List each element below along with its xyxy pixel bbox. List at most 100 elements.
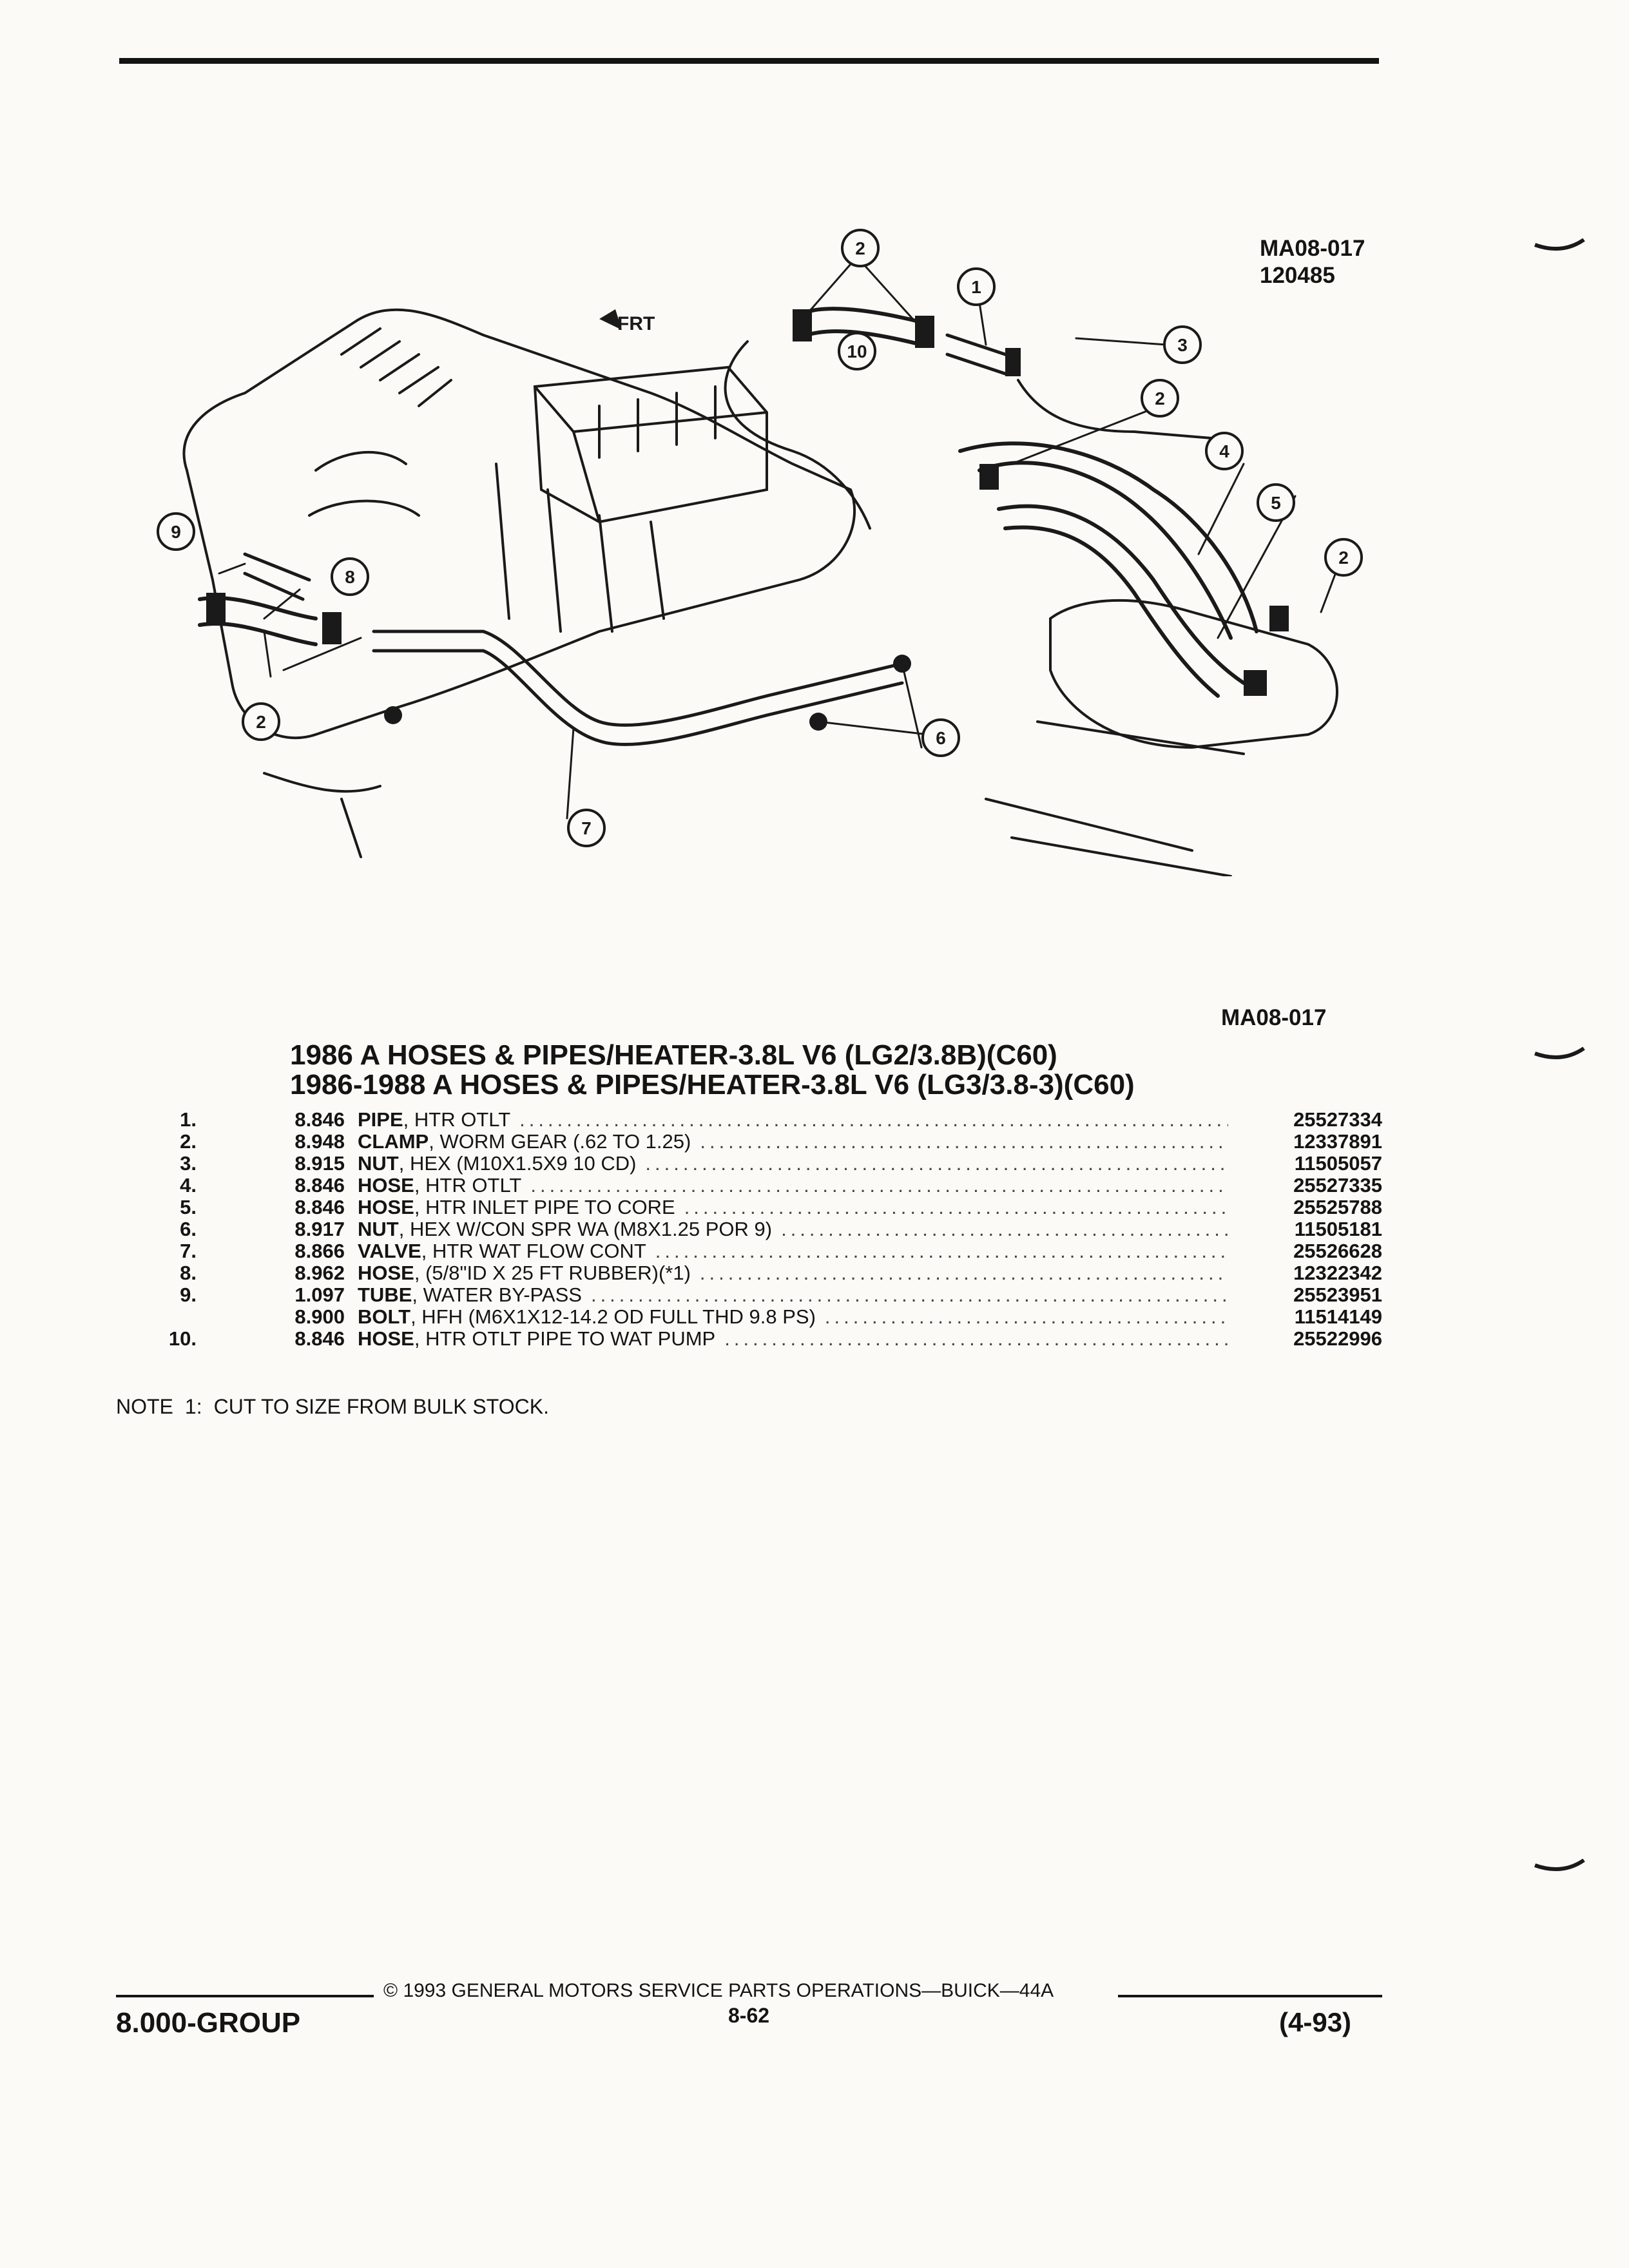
- front-arrow: FRT: [599, 309, 655, 334]
- group-code: 1.097: [294, 1283, 345, 1306]
- callout-7: 7: [567, 809, 606, 847]
- pipe-7: [372, 629, 904, 746]
- leader-dots: ........................................…: [699, 1262, 1228, 1284]
- item-number: 5.: [180, 1196, 197, 1218]
- callout-1: 1: [957, 267, 996, 306]
- description: NUT, HEX (M10X1.5X9 10 CD): [358, 1152, 636, 1175]
- part-number: 12322342: [1293, 1262, 1382, 1284]
- callout-3: 3: [1163, 325, 1202, 364]
- part-name: HOSE: [358, 1174, 414, 1196]
- part-row: 5. 8.846 HOSE, HTR INLET PIPE TO CORE.....…: [151, 1196, 1382, 1218]
- hose-5: [997, 504, 1246, 698]
- svg-text:7: 7: [581, 818, 592, 838]
- part-name: BOLT: [358, 1305, 411, 1328]
- part-number: 11505181: [1294, 1218, 1382, 1240]
- group-code: 8.846: [294, 1174, 345, 1196]
- item-number: 3.: [180, 1152, 197, 1175]
- part-number: 11514149: [1294, 1305, 1382, 1328]
- part-row: 10. 8.846 HOSE, HTR OTLT PIPE TO WAT PUMP.…: [151, 1327, 1382, 1350]
- item-number: 7.: [180, 1240, 197, 1262]
- description: HOSE, (5/8"ID X 25 FT RUBBER)(*1): [358, 1262, 691, 1285]
- illustration-code-bottom: MA08-017: [1221, 1005, 1327, 1030]
- part-detail: , HTR OTLT: [403, 1108, 511, 1131]
- svg-text:3: 3: [1177, 335, 1188, 355]
- svg-text:5: 5: [1271, 493, 1281, 513]
- part-detail: , (5/8"ID X 25 FT RUBBER)(*1): [414, 1262, 691, 1284]
- part-detail: , WORM GEAR (.62 TO 1.25): [429, 1130, 691, 1153]
- binder-mark-icon: [1534, 1047, 1585, 1060]
- part-detail: , HTR WAT FLOW CONT: [421, 1240, 646, 1262]
- part-number: 12337891: [1293, 1130, 1382, 1153]
- description: TUBE, WATER BY-PASS: [358, 1283, 582, 1307]
- leader-dots: ........................................…: [519, 1108, 1228, 1131]
- hose-4: [958, 441, 1258, 640]
- group-code: 8.915: [294, 1152, 345, 1175]
- section-title: 1986 A HOSES & PIPES/HEATER-3.8L V6 (LG2…: [290, 1041, 1135, 1100]
- tube-9: [243, 552, 311, 601]
- part-name: HOSE: [358, 1196, 414, 1218]
- description: VALVE, HTR WAT FLOW CONT: [358, 1240, 646, 1263]
- binder-mark-icon: [1534, 1859, 1585, 1872]
- item-number: 2.: [180, 1130, 197, 1153]
- binder-mark-icon: [1534, 238, 1585, 251]
- group-code: 8.962: [294, 1262, 345, 1284]
- description: HOSE, HTR INLET PIPE TO CORE: [358, 1196, 675, 1219]
- leader-dots: ........................................…: [724, 1327, 1228, 1350]
- leader-dots: ........................................…: [655, 1240, 1228, 1262]
- description: NUT, HEX W/CON SPR WA (M8X1.25 POR 9): [358, 1218, 772, 1241]
- group-code: 8.846: [294, 1327, 345, 1350]
- group-code: 8.917: [294, 1218, 345, 1240]
- part-row: 9. 1.097 TUBE, WATER BY-PASS..............…: [151, 1283, 1382, 1307]
- top-rule: [119, 58, 1379, 64]
- svg-text:1: 1: [971, 277, 981, 297]
- group-code: 8.948: [294, 1130, 345, 1153]
- svg-text:10: 10: [847, 341, 867, 361]
- svg-text:2: 2: [1338, 548, 1349, 568]
- frt-label: FRT: [617, 313, 655, 334]
- description: HOSE, HTR OTLT PIPE TO WAT PUMP: [358, 1327, 715, 1350]
- callout-8: 8: [331, 557, 369, 596]
- pipe-1: [945, 333, 1007, 376]
- item-number: 9.: [180, 1283, 197, 1306]
- part-name: CLAMP: [358, 1130, 429, 1153]
- description: PIPE, HTR OTLT: [358, 1108, 510, 1131]
- item-number: 4.: [180, 1174, 197, 1196]
- copyright: © 1993 GENERAL MOTORS SERVICE PARTS OPER…: [383, 1980, 1054, 2001]
- svg-text:4: 4: [1219, 441, 1229, 461]
- engine-outline: [182, 308, 856, 740]
- item-number: 6.: [180, 1218, 197, 1240]
- part-number: 25526628: [1293, 1240, 1382, 1262]
- part-name: NUT: [358, 1218, 399, 1240]
- air-cleaner: [533, 365, 768, 524]
- part-detail: , HTR OTLT PIPE TO WAT PUMP: [414, 1327, 716, 1350]
- part-number: 25523951: [1293, 1283, 1382, 1306]
- group-number: 8.000-GROUP: [116, 2007, 301, 2039]
- description: CLAMP, WORM GEAR (.62 TO 1.25): [358, 1130, 691, 1153]
- part-detail: , HEX W/CON SPR WA (M8X1.25 POR 9): [398, 1218, 773, 1240]
- item-number: 10.: [168, 1327, 197, 1350]
- callout-4: 4: [1205, 432, 1244, 470]
- description: HOSE, HTR OTLT: [358, 1174, 521, 1197]
- part-number: 11505057: [1294, 1152, 1382, 1175]
- part-detail: , WATER BY-PASS: [412, 1283, 582, 1306]
- leader-dots: ........................................…: [684, 1196, 1228, 1218]
- illustration-code-top: MA08-017 120485: [1260, 236, 1365, 288]
- title-line-1: 1986 A HOSES & PIPES/HEATER-3.8L V6 (LG2…: [290, 1039, 1057, 1071]
- leader-dots: ........................................…: [590, 1283, 1228, 1306]
- part-number: 25525788: [1293, 1196, 1382, 1218]
- leader-dots: ........................................…: [781, 1218, 1228, 1240]
- footer-rule-right: [1118, 1995, 1382, 1997]
- svg-text:2: 2: [855, 238, 865, 258]
- part-detail: , HEX (M10X1.5X9 10 CD): [398, 1152, 637, 1175]
- group-code: 8.846: [294, 1196, 345, 1218]
- svg-text:6: 6: [936, 728, 946, 748]
- part-detail: , HFH (M6X1X12-14.2 OD FULL THD 9.8 PS): [410, 1305, 816, 1328]
- item-number: 8.: [180, 1262, 197, 1284]
- callout-9: 9: [157, 512, 195, 551]
- group-code: 8.900: [294, 1305, 345, 1328]
